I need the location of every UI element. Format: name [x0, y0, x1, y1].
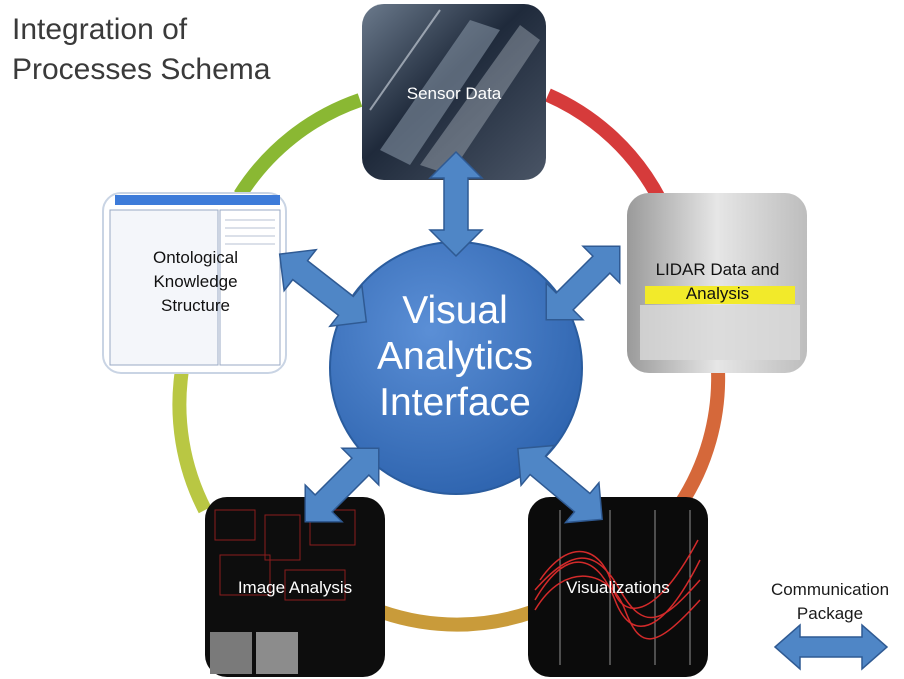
node-label-visualizations: Visualizations — [566, 578, 670, 597]
center-label-line-2: Analytics — [376, 335, 534, 378]
node-visualizations — [528, 497, 708, 677]
legend-label-line-2: Package — [796, 604, 864, 623]
process-ring — [172, 88, 726, 632]
communication-arrows — [278, 150, 889, 671]
arrow-sensor-data — [428, 150, 484, 258]
arrow-image-analysis — [304, 447, 380, 523]
node-image-analysis — [205, 497, 385, 677]
node-label-image-analysis: Image Analysis — [237, 578, 353, 597]
ring-segment-left — [172, 368, 212, 514]
arrow-lidar — [545, 245, 621, 321]
node-sensor-data — [362, 4, 546, 180]
node-label-lidar: LIDAR Data and Analysis — [655, 260, 780, 303]
node-lidar — [627, 193, 807, 373]
center-label-line-3: Interface — [379, 381, 531, 424]
page-title-line-1: Integration of — [12, 13, 188, 46]
arrow-ontological — [278, 248, 368, 328]
node-label-ontological: Ontological Knowledge Structure — [152, 248, 239, 315]
node-ontological — [102, 192, 287, 374]
ring-segment-red — [545, 88, 667, 204]
page-title-line-2: Processes Schema — [12, 53, 271, 86]
legend-label: Communication Package — [750, 578, 904, 626]
center-label-line-1: Visual — [402, 289, 508, 332]
page-title: Integration of Processes Schema — [12, 10, 270, 90]
center-label: Visual Analytics Interface — [330, 288, 580, 426]
legend-label-line-1: Communication — [770, 580, 890, 599]
ring-segment-green — [234, 93, 363, 199]
ring-segment-bottom — [379, 605, 535, 632]
arrow-visualizations — [517, 444, 603, 524]
legend-arrow — [773, 623, 889, 671]
node-label-sensor-data: Sensor Data — [406, 84, 502, 103]
ring-segment-orange — [674, 369, 726, 509]
